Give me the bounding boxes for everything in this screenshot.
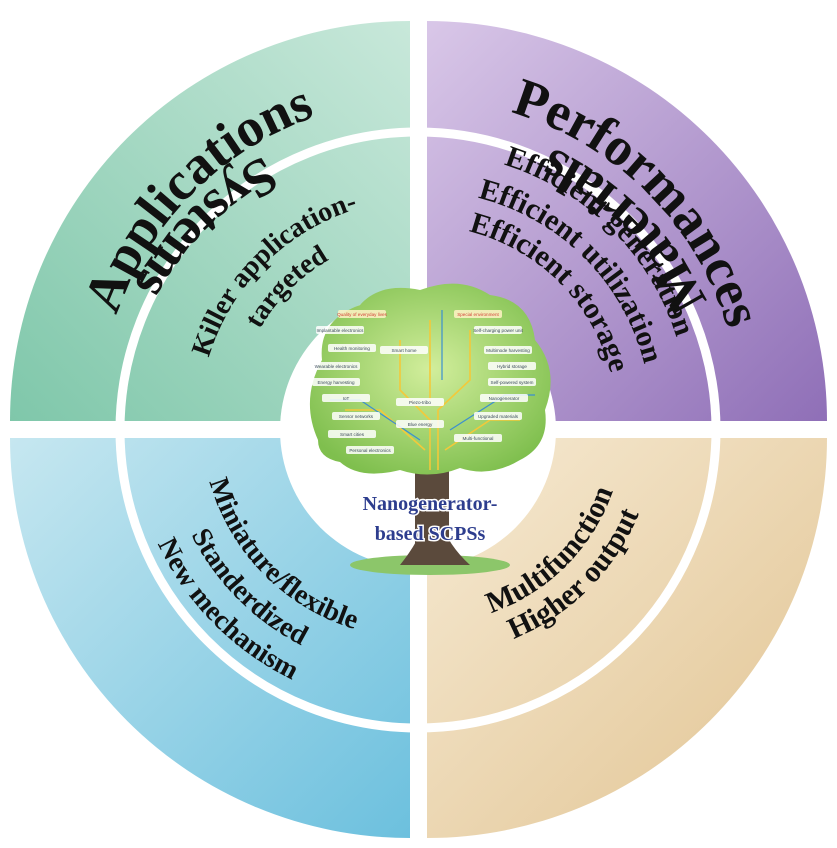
tree-label-group: Quality of everyday lives Special environ… [312,310,536,454]
tree-label-box [480,394,528,402]
tree-label: Piezo-tribo [409,400,431,405]
tree-label: Smart home [391,348,416,353]
tree-label: Self-powered system [491,380,534,385]
tree-label-box [488,378,536,386]
tree-label-box [338,310,386,318]
tree-label-box [346,446,394,454]
tree-label-box [312,362,360,370]
tree-label: Energy harvesting [317,380,354,385]
tree-label-box [484,346,532,354]
tree-label-box [474,326,522,334]
tree-label: Sensor networks [339,414,374,419]
tree-label: Self-charging power unit [473,328,523,333]
tree-illustration: Quality of everyday lives Special environ… [309,283,551,575]
tree-label-box [316,326,364,334]
tree-label: Hybrid storage [497,364,527,369]
tree-label-box [396,398,444,406]
tree-label-box [332,412,380,420]
tree-label: Implantable electronics [317,328,365,333]
tree-label: Multimode harvesting [486,348,530,353]
tree-label: Nanogenerator [489,396,520,401]
tree-label: Special environment [457,312,499,317]
tree-label-box [454,310,502,318]
tree-label: IoT [343,396,350,401]
tree-label-box [380,346,428,354]
tree-label: Wearable electronics [315,364,359,369]
tree-label-box [488,362,536,370]
tree-label: Smart cities [340,432,365,437]
tree-label: Multi-functional [463,436,494,441]
tree-label-box [474,412,522,420]
center-title-line2: based SCPSs [375,523,486,545]
tree-label: Personal electronics [349,448,391,453]
tree-label-box [328,344,376,352]
tree-label: Health monitoring [334,346,370,351]
tree-label-box [322,394,370,402]
tree-label: Quality of everyday lives [337,312,387,317]
tree-label: Upgraded materials [478,414,519,419]
tree-label-box [312,378,360,386]
tree-label-box [396,420,444,428]
tree-label-box [328,430,376,438]
tree-label: Blue energy [408,422,433,427]
tree-roots [400,520,470,565]
tree-label-box [454,434,502,442]
center-title-line1: Nanogenerator- [363,493,498,515]
